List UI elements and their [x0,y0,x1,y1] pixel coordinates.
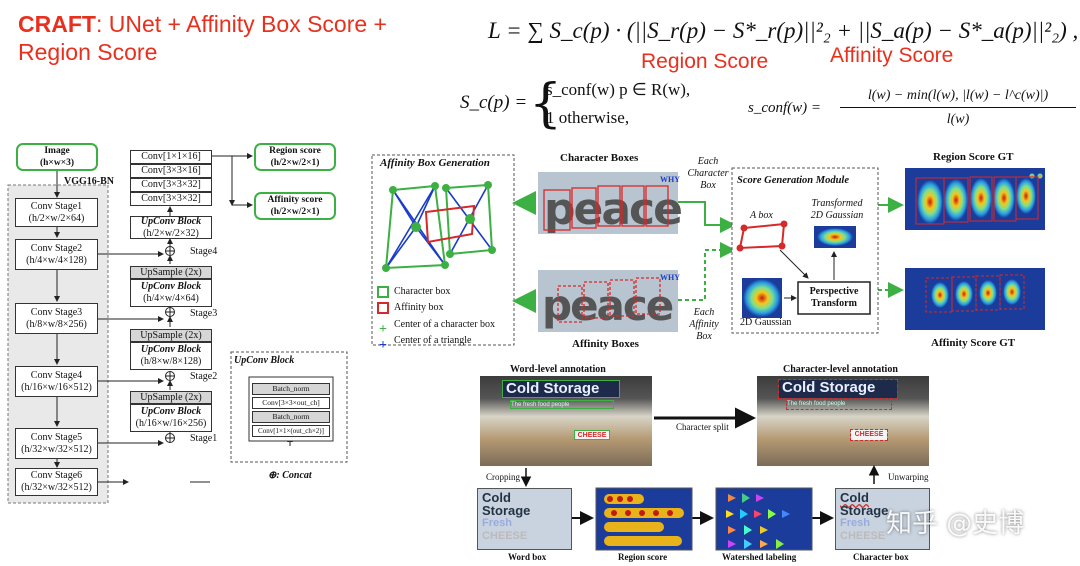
svg-text:+: + [379,338,387,350]
conv-stage-4: Conv Stage4(h/16×w/16×512) [15,366,98,397]
upconv-block-2: UpConv Block(h/4×w/4×64) [130,279,212,307]
upconv-block-1: UpConv Block(h/2×w/2×32) [130,216,212,239]
char-level-title: Character-level annotation [783,364,898,375]
gaussian-2d-label: 2D Gaussian [740,317,792,328]
step-word-box: Word box [508,552,547,562]
upsample-3: UpSample (2x) [130,391,212,404]
conv-stage-6: Conv Stage6(h/32×w/32×512) [15,468,98,496]
char-sign-sub: The fresh food people [786,399,892,410]
upconv-block-4: UpConv Block(h/16×w/16×256) [130,404,212,432]
char-boxes-word: peace [544,184,681,235]
char-split-label: Character split [676,422,729,432]
upconv-block-3: UpConv Block(h/8×w/8×128) [130,342,212,370]
stage4-label: Stage4 [190,246,218,257]
gt-pipeline-graphics: + + peace WHY peace WHY [371,154,1045,350]
upsample-2: UpSample (2x) [130,329,212,342]
affinity-generation-title: Affinity Box Generation [380,157,490,169]
watermark: 知乎 @史博 [886,509,1025,539]
word-level-title: Word-level annotation [510,364,606,375]
head-conv-3: Conv[3×3×32] [130,178,212,192]
stage1-label: Stage1 [190,433,218,444]
sconf-numerator: l(w) − min(l(w), |l(w) − l^c(w)|) [867,88,1049,103]
char-crop-line-3: Fresh [840,517,870,529]
legend-affinity-box: Affinity box [394,302,444,313]
word-sign: Cold Storage [502,380,620,398]
head-conv-4: Conv[3×3×32] [130,192,212,206]
word-box-thumb: Cold Storage Fresh CHEESE [477,488,572,550]
word-sign-cheese: CHEESE [574,430,610,440]
conv-stage-5: Conv Stage5(h/32×w/32×512) [15,428,98,459]
affinity-score-formula-label: Affinity Score [830,44,954,67]
region-score-output: Region score(h/2×w/2×1) [254,143,336,171]
legend-layer-3: Batch_norm [252,411,330,423]
perspective-transform-label: Perspective Transform [809,286,859,309]
region-score-formula-label: Region Score [641,50,769,73]
upsample-1: UpSample (2x) [130,266,212,279]
conv-stage-1: Conv Stage1(h/2×w/2×64) [15,198,98,227]
step-character-box: Character box [853,552,909,562]
head-conv-2: Conv[3×3×16] [130,164,212,178]
backbone-label: VGG16-BN [64,176,114,187]
region-gt-title: Region Score GT [933,151,1014,163]
legend-title: UpConv Block [234,355,295,366]
legend-character-box: Character box [394,286,451,297]
svg-text:WHY: WHY [660,273,680,282]
word-sign-sub: The fresh food people [510,400,614,409]
legend-layer-2: Conv[3×3×out_ch] [252,397,330,409]
unwarping-label: Unwarping [888,472,929,482]
sc-case-1: s_conf(w) p ∈ R(w), [546,80,691,99]
stage3-label: Stage3 [190,308,218,319]
sc-case-2: 1 otherwise, [546,108,630,127]
svg-text:+: + [379,322,387,337]
svg-text:WHY: WHY [660,175,680,184]
legend-layer-1: Batch_norm [252,383,330,395]
stage2-label: Stage2 [190,371,218,382]
conv-stage-2: Conv Stage2(h/4×w/4×128) [15,239,98,270]
char-crop-line-1: Cold [840,490,869,505]
sconf-lhs: s_conf(w) = [748,100,822,116]
each-affinity-box-label: Each Affinity Box [689,307,719,342]
affinity-boxes-title: Affinity Boxes [572,338,639,350]
legend-triangle-center: Center of a triangle [394,335,472,346]
char-box-thumb: Cold Storage Fresh CHEESE [835,488,930,550]
cropping-label: Cropping [486,472,521,482]
conv-stage-3: Conv Stage3(h/8×w/8×256) [15,303,98,334]
char-level-photo: Cold Storage The fresh food people CHEES… [757,376,929,466]
crop-line-4: CHEESE [482,530,528,542]
slide-title: CRAFT: UNet + Affinity Box Score + Regio… [18,11,387,65]
crop-line-3: Fresh [482,517,512,529]
concat-legend: ⊕: Concat [268,470,312,481]
transformed-gaussian-label: Transformed 2D Gaussian [810,198,864,221]
head-conv-1: Conv[1×1×16] [130,150,212,164]
crop-line-2: Storage [482,503,531,518]
affinity-score-output: Affinity score(h/2×w/2×1) [254,192,336,220]
char-crop-line-2: Storage [840,503,889,518]
sc-brace: { [529,74,563,134]
loss-formula: L = ∑ S_c(p) · (||S_r(p) − S*_r(p)||²₂ +… [488,18,1079,43]
score-module-title: Score Generation Module [737,175,850,186]
char-sign: Cold Storage [778,379,898,399]
legend-layer-4: Conv[1×1×(out_ch×2)] [252,425,330,437]
step-region-score: Region score [618,552,668,562]
word-level-photo: Cold Storage The fresh food people CHEES… [480,376,652,466]
weak-supervision-arrows [520,407,880,551]
affinity-gt-title: Affinity Score GT [931,337,1016,349]
legend-char-center: Center of a character box [394,319,496,330]
sconf-fraction-bar [840,107,1076,108]
crop-line-1: Cold [482,490,511,505]
sc-lhs: S_c(p) = [460,92,528,113]
input-image-box: Image(h×w×3) [16,143,98,171]
sconf-denominator: l(w) [946,112,970,127]
char-crop-line-4: CHEESE [840,530,886,542]
each-char-box-label: Each Character Box [687,156,729,191]
a-box-label: A box [750,210,773,221]
char-boxes-title: Character Boxes [560,152,639,164]
char-sign-cheese: CHEESE [850,429,888,441]
step-watershed: Watershed labeling [722,552,797,562]
